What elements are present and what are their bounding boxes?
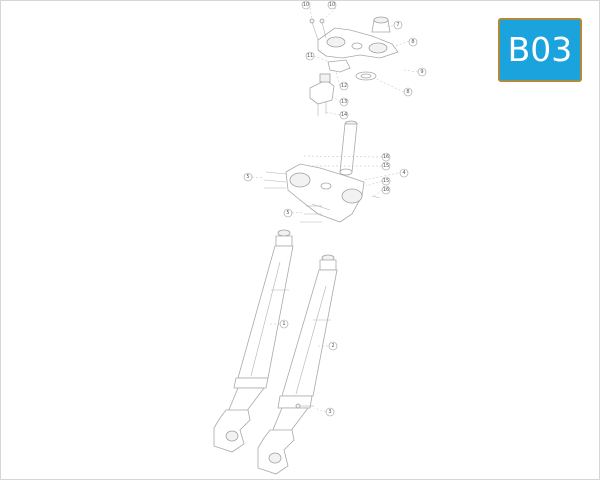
svg-text:13: 13 [341, 99, 347, 105]
clamp-bolts-lower [263, 171, 381, 223]
svg-text:16: 16 [383, 187, 389, 193]
callout-16b: 16 [381, 185, 391, 195]
svg-text:5: 5 [246, 174, 249, 180]
callout-3: 3 [325, 407, 335, 417]
callout-10: 10 [301, 0, 311, 10]
callout-5a: 5 [243, 172, 253, 182]
callout-1: 1 [279, 319, 289, 329]
fork-leg-left [213, 229, 294, 453]
svg-text:11: 11 [307, 53, 313, 59]
svg-text:4: 4 [402, 170, 405, 176]
axle-clamp-bolt-part-3 [295, 403, 314, 409]
svg-text:9: 9 [420, 69, 423, 75]
callout-12: 12 [339, 81, 349, 91]
upper-triple-clamp [317, 27, 399, 59]
svg-text:15: 15 [383, 178, 389, 184]
svg-text:7: 7 [396, 22, 399, 28]
clamp-bracket-part-11 [327, 59, 351, 73]
svg-text:8: 8 [406, 89, 409, 95]
callout-4: 4 [399, 168, 409, 178]
svg-text:3: 3 [328, 409, 331, 415]
svg-text:10: 10 [329, 2, 335, 8]
svg-text:14: 14 [341, 112, 347, 118]
leader-lines [251, 7, 419, 413]
svg-text:10: 10 [303, 2, 309, 8]
callout-7: 7 [393, 20, 403, 30]
svg-text:16: 16 [383, 154, 389, 160]
steering-stem [339, 120, 358, 176]
svg-text:15: 15 [383, 163, 389, 169]
ignition-lock-part-13 [309, 73, 335, 116]
handlebar-riser-part-7 [371, 16, 391, 33]
callout-2: 2 [328, 341, 338, 351]
svg-text:8: 8 [411, 39, 414, 45]
callout-15b: 15 [381, 176, 391, 186]
svg-text:12: 12 [341, 83, 347, 89]
svg-text:5: 5 [286, 210, 289, 216]
callout-13: 13 [339, 97, 349, 107]
callout-15a: 15 [381, 161, 391, 171]
callout-9a: 9 [417, 67, 427, 77]
callout-10b: 10 [327, 0, 337, 10]
callout-8a: 8 [408, 37, 418, 47]
svg-text:1: 1 [282, 321, 285, 327]
callout-11: 11 [305, 51, 315, 61]
callout-5b: 5 [283, 208, 293, 218]
callout-16a: 16 [381, 152, 391, 162]
fastening-bolts-top [309, 18, 327, 41]
steering-nut-washer [355, 71, 377, 81]
lower-triple-clamp-part-4 [285, 163, 365, 223]
callout-14: 14 [339, 110, 349, 120]
svg-text:2: 2 [331, 343, 334, 349]
callout-8b: 8 [403, 87, 413, 97]
fork-leg-right [257, 254, 338, 475]
section-badge: B03 [498, 18, 582, 82]
